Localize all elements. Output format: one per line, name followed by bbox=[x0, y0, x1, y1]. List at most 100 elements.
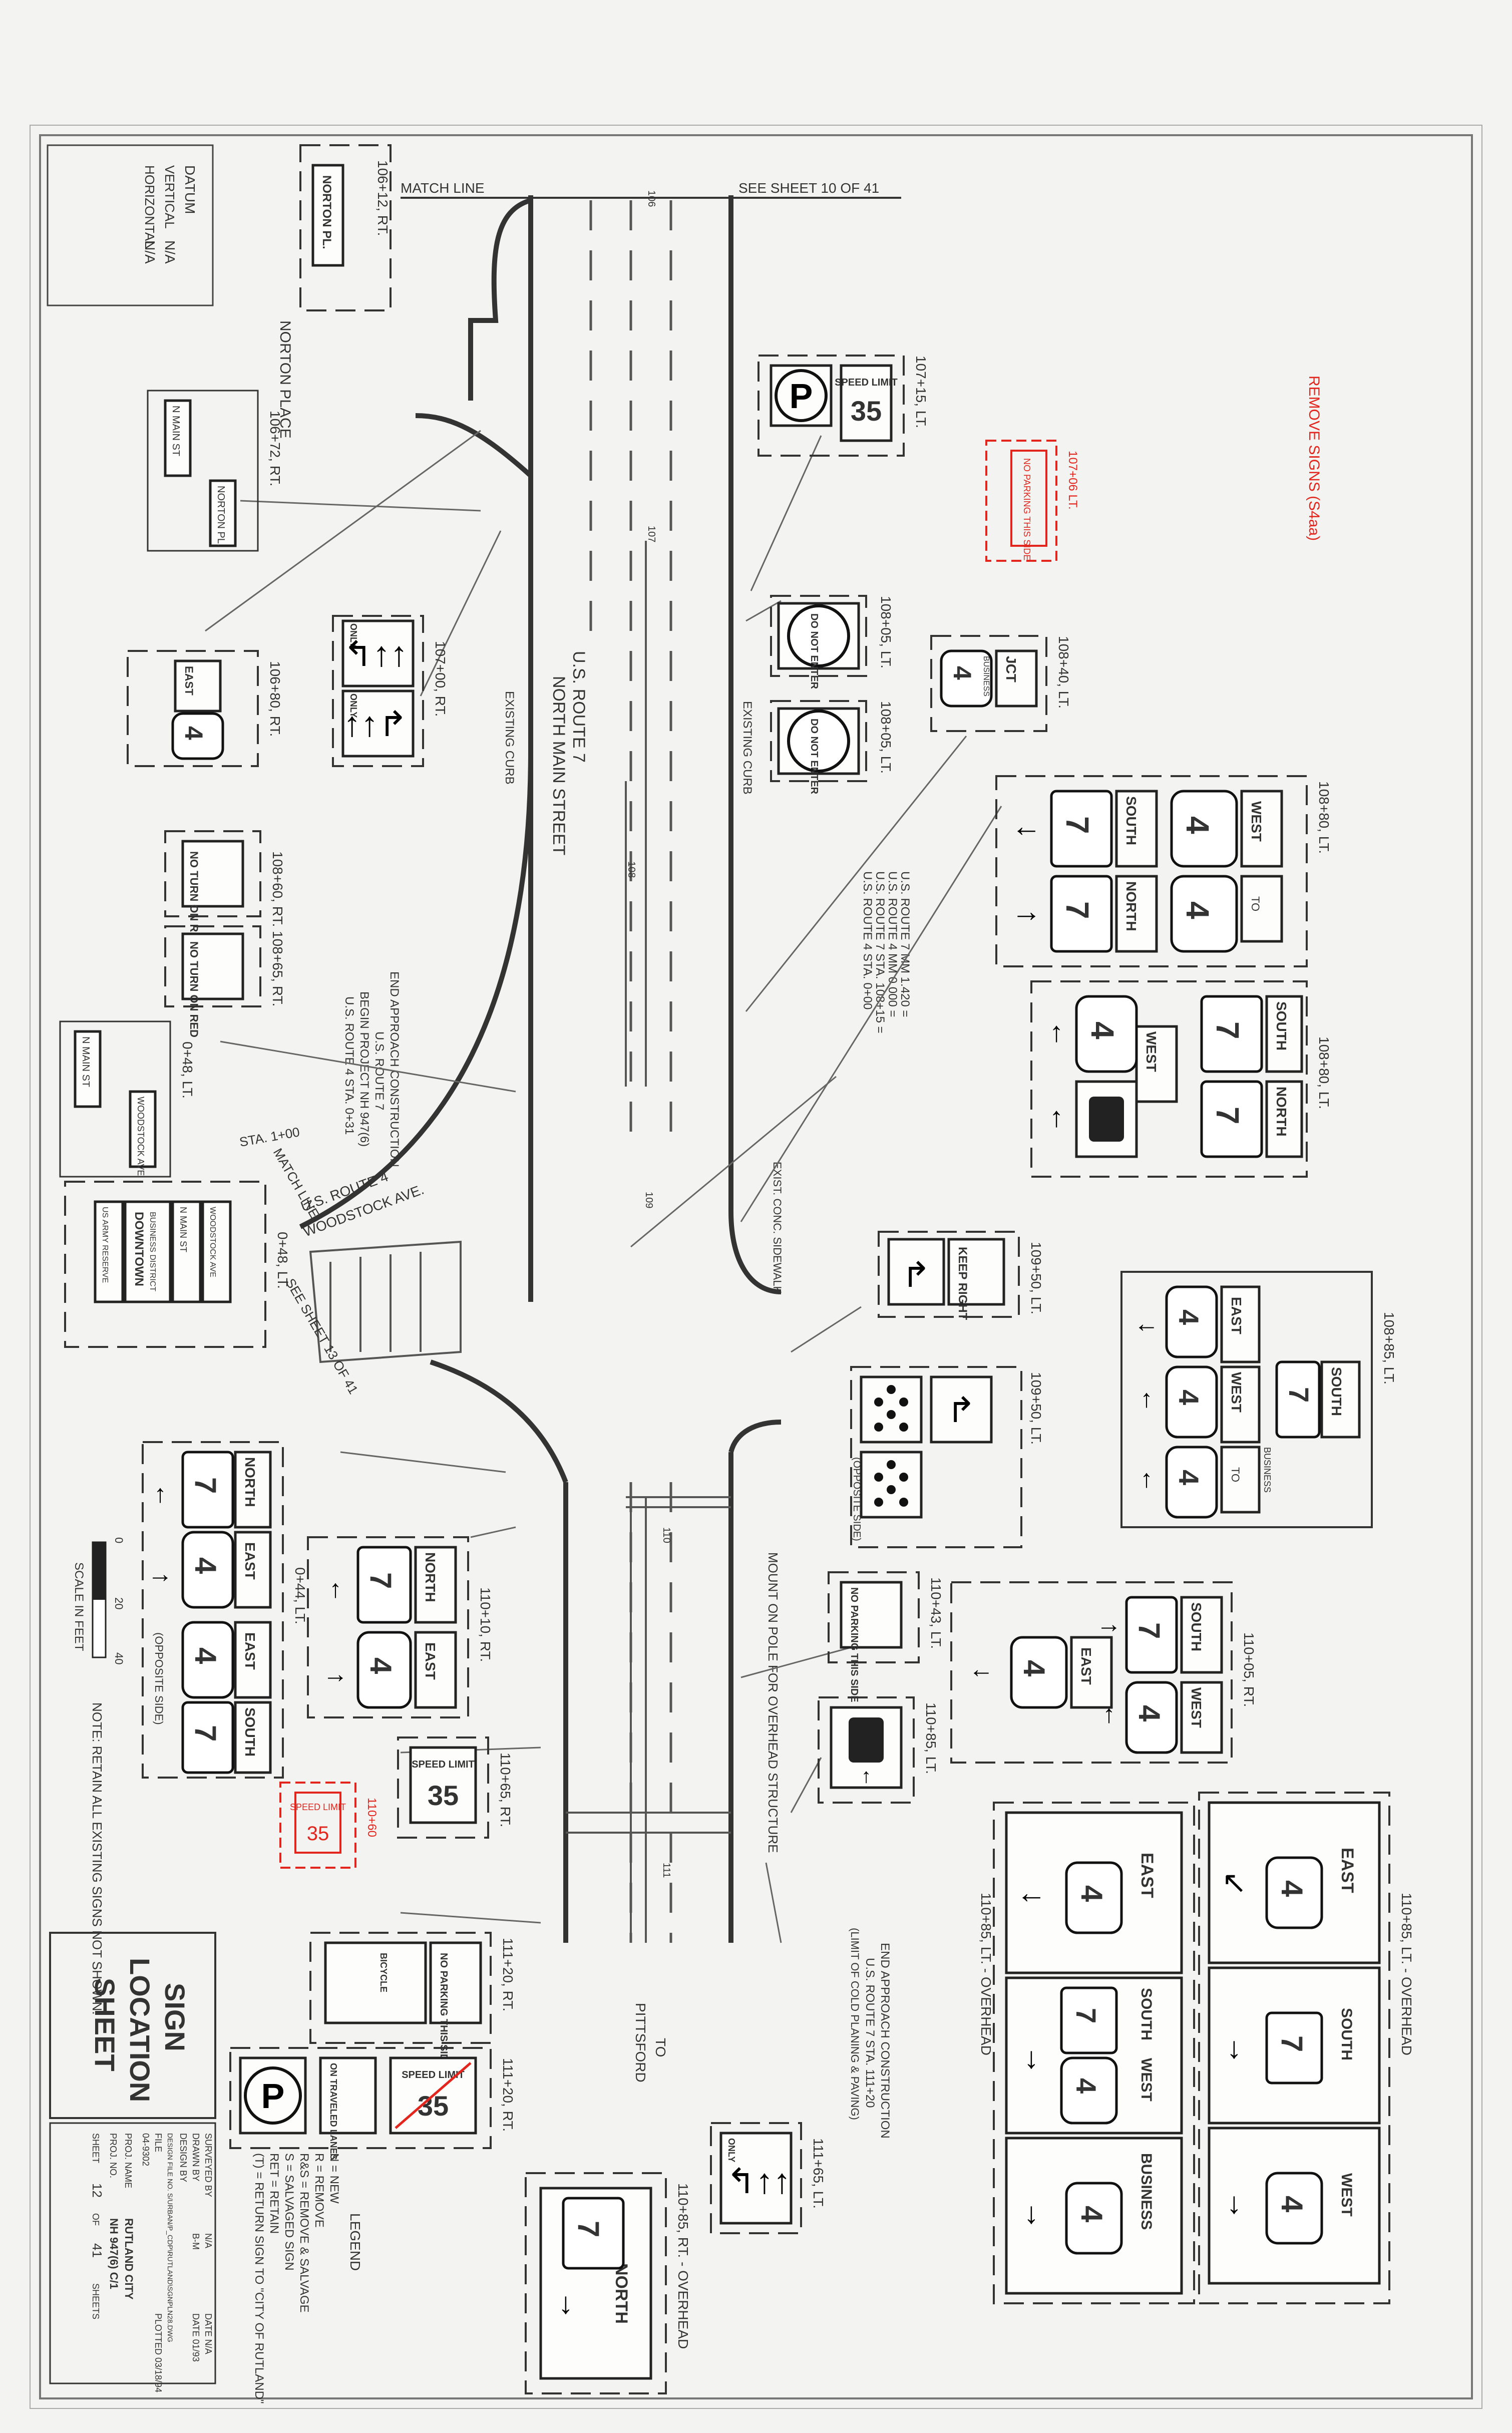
svg-text:JCT: JCT bbox=[1003, 656, 1019, 682]
svg-text:NO PARKING THIS SIDE: NO PARKING THIS SIDE bbox=[849, 1587, 860, 1702]
label-equation-2: U.S. ROUTE 4 MM 0.000 = bbox=[886, 871, 899, 1017]
arrow-right-icon-3: → bbox=[323, 1660, 348, 1688]
sheet-border bbox=[39, 134, 1473, 2399]
label-equation-3: U.S. ROUTE 7 STA. 108+15 = bbox=[873, 871, 887, 1033]
svg-text:7: 7 bbox=[1275, 2035, 1309, 2052]
callout-106-80: EAST 4 106+80, RT. bbox=[127, 650, 283, 767]
bus-sign bbox=[1075, 1080, 1138, 1158]
svg-text:SOUTH: SOUTH bbox=[1338, 2008, 1355, 2060]
sheet-total: 41 bbox=[90, 2243, 105, 2258]
svg-text:4: 4 bbox=[1017, 1660, 1051, 1677]
arrow-left-icon-2: ← bbox=[1134, 1309, 1159, 1337]
callout-108-40: 4 JCT BUSINESS 108+40, LT. bbox=[930, 635, 1071, 732]
svg-text:SPEED LIMIT: SPEED LIMIT bbox=[835, 377, 898, 388]
station-111-65: 111+65, LT. bbox=[811, 2138, 826, 2209]
arrow-down-icon-5: ↓ bbox=[558, 2286, 573, 2320]
arrow-right-icon-2: → bbox=[148, 1560, 173, 1588]
svg-text:SHEET: SHEET bbox=[91, 2133, 101, 2163]
station-110-60: 110+60 bbox=[365, 1798, 379, 1837]
svg-text:BUSINESS DISTRICT: BUSINESS DISTRICT bbox=[148, 1212, 157, 1291]
svg-text:NORTH: NORTH bbox=[1274, 1087, 1289, 1137]
label-end-approach-2b: U.S. ROUTE 7 bbox=[372, 1031, 386, 1110]
callout-106-12: NORTON PL. 106+12, RT. bbox=[299, 144, 392, 311]
svg-text:WEST: WEST bbox=[1338, 2173, 1355, 2217]
svg-text:N MAIN ST: N MAIN ST bbox=[170, 406, 181, 456]
legend: LEGEND N = NEW R = REMOVE R&S = REMOVE &… bbox=[252, 2153, 363, 2403]
svg-text:OF: OF bbox=[91, 2213, 101, 2226]
callout-109-50b: ↱ (OPPOSITE SIDE) 109+50, LT. bbox=[850, 1366, 1044, 1548]
arrow-up-icon-2: ↑ bbox=[1049, 1101, 1063, 1133]
station-111-20b: 111+20, RT. bbox=[500, 2058, 516, 2132]
svg-text:EAST: EAST bbox=[242, 1632, 258, 1670]
svg-text:SOUTH: SOUTH bbox=[1123, 796, 1139, 845]
svg-text:7: 7 bbox=[1210, 1021, 1246, 1039]
general-note: NOTE: RETAIN ALL EXISTING SIGNS NOT SHOW… bbox=[90, 1702, 105, 2015]
svg-text:4: 4 bbox=[1132, 1705, 1166, 1722]
callout-111-65: ONLY ↰↑↑ 111+65, LT. bbox=[710, 2122, 826, 2234]
project-name: RUTLAND CITY bbox=[123, 2218, 135, 2300]
callout-110-10: NORTH EAST 7 4 ↑ → 110+10, RT. bbox=[307, 1536, 493, 1718]
svg-text:7: 7 bbox=[1070, 2008, 1102, 2023]
svg-text:35: 35 bbox=[428, 1780, 459, 1811]
do-not-enter-icon bbox=[787, 604, 850, 667]
sta-111: 111 bbox=[661, 1863, 672, 1878]
keep-right-arrow-icon: ↱ bbox=[902, 1255, 931, 1294]
callout-108-80a: WEST TO 4 4 SOUTH NORTH 7 7 ← → 108+80, … bbox=[995, 775, 1332, 967]
callout-107-06-red: NO PARKING THIS SIDE 107+06 LT. bbox=[985, 440, 1079, 562]
label-mount-note: MOUNT ON POLE FOR OVERHEAD STRUCTURE bbox=[766, 1552, 781, 1853]
arrow-up-icon-3: ↑ bbox=[1141, 1384, 1153, 1413]
svg-text:DESIGN FILE NO. S/URBAN/P_CDP\: DESIGN FILE NO. S/URBAN/P_CDP\RUTLAND\SG… bbox=[166, 2133, 174, 2342]
datum-box: DATUM VERTICAL N/A HORIZONTAL N/A bbox=[47, 144, 214, 306]
callout-111-20a: NO PARKING THIS SIDE BICYCLE 111+20, RT. bbox=[309, 1932, 516, 2068]
station-108-80a: 108+80, LT. bbox=[1316, 781, 1332, 854]
arrow-up-icon-7: ↑ bbox=[1103, 1700, 1115, 1728]
callout-0-44: NORTH EAST 7 4 ↑ → EAST SOUTH 4 7 (OPPOS… bbox=[142, 1441, 308, 1779]
svg-text:4: 4 bbox=[1275, 1880, 1309, 1897]
road-label-route-7: U.S. ROUTE 7 bbox=[569, 651, 588, 763]
svg-text:DOWNTOWN: DOWNTOWN bbox=[132, 1212, 146, 1286]
object-marker-icon bbox=[874, 1385, 908, 1432]
svg-text:WEST: WEST bbox=[1229, 1372, 1244, 1413]
svg-text:7: 7 bbox=[572, 2221, 605, 2237]
sheet-title-3: SHEET bbox=[89, 1978, 121, 2071]
svg-text:P: P bbox=[790, 377, 813, 416]
svg-text:4: 4 bbox=[1075, 2206, 1108, 2223]
do-not-enter-icon-2 bbox=[787, 710, 850, 773]
svg-text:EAST: EAST bbox=[242, 1542, 258, 1580]
title-block: SIGN LOCATION SHEET SURVEYED BY N/A DATE… bbox=[49, 1932, 216, 2392]
arrow-right-icon-4: → bbox=[1096, 1610, 1121, 1638]
lane-arrows-icon-2: ↑↑↱ bbox=[343, 705, 408, 744]
station-110-05: 110+05, RT. bbox=[1241, 1632, 1257, 1707]
bus-icon-2 bbox=[849, 1717, 884, 1763]
svg-text:35: 35 bbox=[851, 395, 882, 427]
label-end-approach-1: END APPROACH CONSTRUCTION bbox=[878, 1943, 892, 2139]
legend-item-1: N = NEW bbox=[327, 2153, 341, 2204]
datum-vertical-label: VERTICAL bbox=[162, 165, 177, 229]
svg-text:7: 7 bbox=[1059, 816, 1095, 834]
svg-text:DO NOT ENTER: DO NOT ENTER bbox=[809, 613, 820, 689]
svg-text:N MAIN ST: N MAIN ST bbox=[80, 1036, 91, 1087]
svg-text:04-9302: 04-9302 bbox=[141, 2133, 151, 2166]
arrow-diag-icon: ↖ bbox=[1222, 1866, 1247, 1899]
svg-text:TO: TO bbox=[1229, 1467, 1242, 1482]
scale-tick-40: 40 bbox=[113, 1652, 125, 1664]
svg-text:US ARMY RESERVE: US ARMY RESERVE bbox=[101, 1207, 109, 1283]
station-108-05a: 108+05, LT. bbox=[878, 596, 894, 668]
legend-item-5: RET = RETAIN bbox=[267, 2153, 281, 2234]
svg-text:PLOTTED 03/18/94: PLOTTED 03/18/94 bbox=[153, 2313, 163, 2392]
match-line-label: MATCH LINE bbox=[401, 180, 485, 196]
callout-108-85: SOUTH 7 EAST WEST TO 4 4 4 BUSINESS ← ↑ … bbox=[1120, 1271, 1397, 1528]
station-0-48b: 0+48, LT. bbox=[275, 1232, 290, 1289]
label-end-approach-2c: BEGIN PROJECT NH 947(6) bbox=[357, 991, 371, 1147]
svg-text:NORTH: NORTH bbox=[1123, 881, 1139, 931]
svg-text:SOUTH: SOUTH bbox=[1138, 1988, 1155, 2040]
arrow-right-icon: → bbox=[1011, 894, 1041, 928]
station-110-85-oh: 110+85, LT. - OVERHEAD bbox=[978, 1893, 994, 2055]
project-number: NH 947(6) C/1 bbox=[108, 2218, 120, 2289]
lane-arrows-icon: ↰↑↑ bbox=[343, 634, 408, 673]
sta-110: 110 bbox=[661, 1527, 672, 1543]
svg-text:7: 7 bbox=[189, 1725, 222, 1742]
svg-text:7: 7 bbox=[1210, 1107, 1246, 1125]
road-label-north-main: NORTH MAIN STREET bbox=[549, 676, 568, 855]
arrow-up-icon-4: ↑ bbox=[1141, 1465, 1153, 1493]
